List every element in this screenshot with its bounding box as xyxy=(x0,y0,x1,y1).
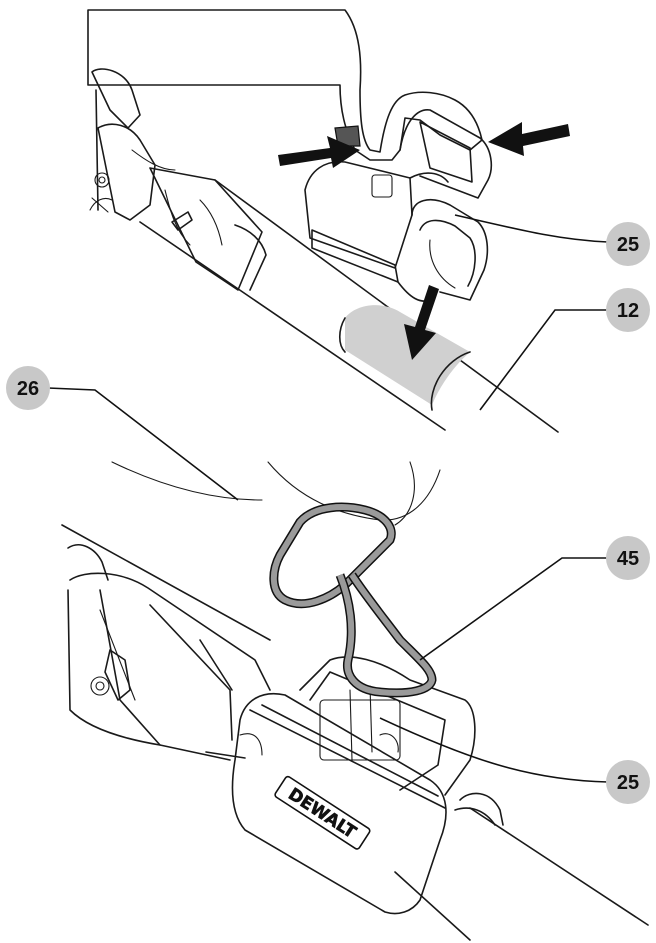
leader-line-25-bottom xyxy=(379,717,609,783)
lower-shaft-bottom-edge xyxy=(394,871,471,941)
slide-down-arrow xyxy=(404,285,439,360)
callout-12: 12 xyxy=(606,288,650,332)
callout-45: 45 xyxy=(606,536,650,580)
shoulder-strap xyxy=(269,502,437,698)
callout-label: 25 xyxy=(617,234,639,256)
callout-26: 26 xyxy=(6,366,50,410)
lower-shaft-top-edge xyxy=(469,807,649,926)
bottom-illustration: DEWALT xyxy=(61,461,649,941)
upper-shaft-top-edge xyxy=(214,179,559,433)
callout-label: 12 xyxy=(617,300,639,322)
callout-label: 25 xyxy=(617,772,639,794)
operator-curve-1 xyxy=(111,461,263,501)
upper-shaft-bottom-edge xyxy=(139,221,446,431)
squeeze-arrow-right xyxy=(488,122,570,156)
callout-25-top: 25 xyxy=(606,222,650,266)
shaft-shading xyxy=(345,305,470,405)
leader-line-26 xyxy=(47,387,239,501)
leader-line-45 xyxy=(419,557,608,661)
top-illustration xyxy=(87,9,570,433)
brand-logo-text: DEWALT xyxy=(284,784,359,843)
operator-curve-3 xyxy=(394,461,415,526)
squeeze-arrow-left xyxy=(278,136,360,168)
dewalt-logo: DEWALT xyxy=(274,775,371,850)
callout-label: 45 xyxy=(617,548,639,570)
leader-line-12 xyxy=(479,309,608,411)
callout-label: 26 xyxy=(17,378,39,400)
lower-motor-housing xyxy=(67,544,271,761)
hanger-clip-top xyxy=(304,109,493,302)
hanger-clip-bottom: DEWALT xyxy=(231,656,504,915)
upper-motor-housing xyxy=(89,68,267,291)
leader-line-25-top xyxy=(454,214,609,243)
callout-25-bottom: 25 xyxy=(606,760,650,804)
